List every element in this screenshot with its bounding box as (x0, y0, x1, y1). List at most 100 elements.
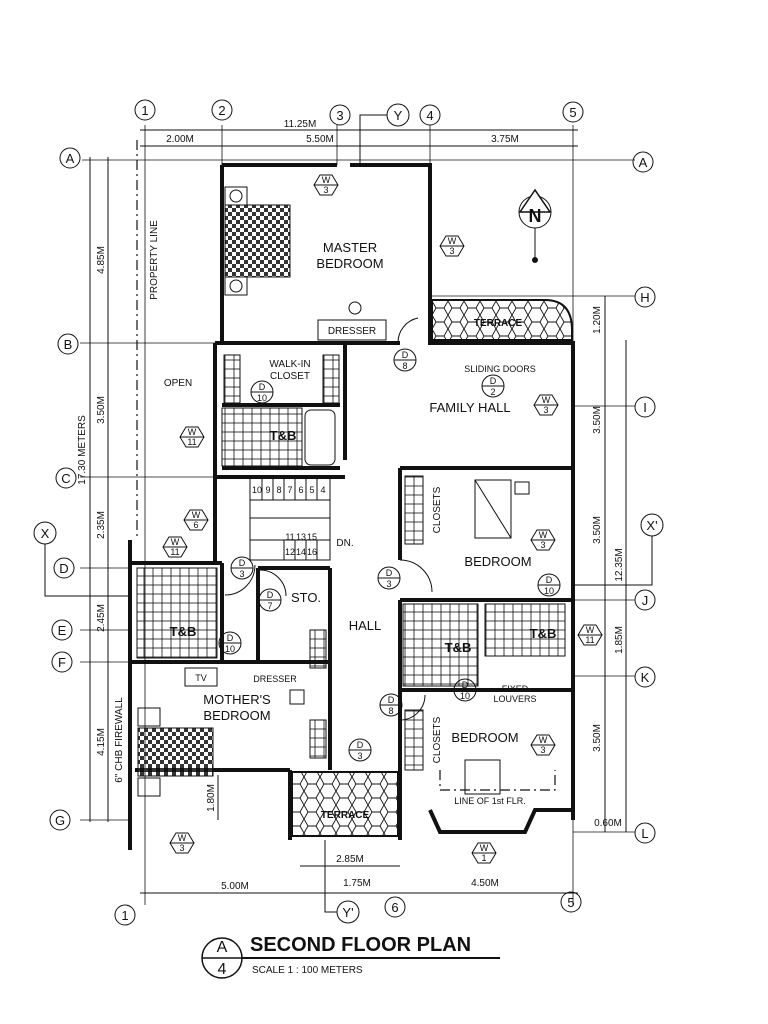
window-tag-w3: W 3 (530, 529, 556, 551)
nightstand (224, 186, 248, 206)
svg-text:D: D (259, 382, 266, 392)
dim-total-top: 11.25M (284, 119, 317, 130)
svg-text:D: D (227, 633, 234, 643)
grid-letter: D (59, 561, 68, 576)
door-tag-d10: D 10 (537, 573, 561, 597)
tb-tiles-shared (402, 603, 479, 687)
svg-text:3: 3 (386, 579, 391, 589)
svg-text:D: D (546, 575, 553, 585)
closet-strip (404, 709, 424, 771)
svg-text:3: 3 (543, 405, 548, 415)
dim-bottom-d: 2.85M (336, 854, 364, 865)
stair-step: 15 (307, 532, 317, 542)
door-tag-d8: D 8 (379, 693, 403, 717)
dresser-box (317, 319, 387, 341)
svg-text:W: W (188, 427, 197, 437)
stair-step: 7 (287, 485, 292, 495)
svg-text:10: 10 (225, 644, 235, 654)
dim-left-c: 2.35M (96, 511, 107, 539)
door-tag-d2: D 2 (481, 374, 505, 398)
dim-right-e: 3.50M (592, 724, 603, 752)
window-tag-w3: W 3 (169, 832, 195, 854)
mother-bed (137, 727, 214, 777)
dim-total-left: 17.30 METERS (77, 415, 88, 485)
svg-text:D: D (490, 376, 497, 386)
dimension-lines (89, 129, 627, 894)
tv-box (184, 667, 218, 687)
terrace-top-label: TERRACE (474, 318, 523, 329)
section-y-prime: Y' (342, 905, 353, 920)
walk-in-label: WALK-IN (269, 359, 310, 370)
drawing-title: SECOND FLOOR PLAN (250, 934, 471, 956)
svg-text:1: 1 (481, 853, 486, 863)
tb-tiles (221, 407, 303, 467)
dim-top-b: 5.50M (306, 134, 334, 145)
window-tag-w3: W 3 (439, 235, 465, 257)
grid-bubbles: 1 2 3 4 5 1 6 5 A B C D E F G A H I (49, 99, 656, 926)
door-tag-d3: D 3 (377, 566, 401, 590)
section-x-prime: X' (646, 518, 657, 533)
stair-step: 5 (309, 485, 314, 495)
svg-text:W: W (192, 510, 201, 520)
grid-number: 1 (121, 908, 128, 923)
svg-text:11: 11 (187, 437, 196, 447)
tb-label: T&B (445, 640, 472, 655)
svg-text:8: 8 (402, 361, 407, 371)
bed-upper (474, 479, 512, 539)
grid-letter: F (58, 655, 66, 670)
grid-letter: A (639, 155, 648, 170)
dim-left-e: 4.15M (96, 728, 107, 756)
tb-tiles-mother (136, 567, 218, 659)
family-hall-label: FAMILY HALL (429, 400, 510, 415)
down-label: DN. (336, 538, 353, 549)
storage-label: STO. (291, 590, 321, 605)
drawing-letter: A (217, 939, 228, 956)
mothers-bedroom-label: MOTHER'S (203, 692, 271, 707)
bedroom-label: BEDROOM (451, 730, 518, 745)
room-labels: MASTER BEDROOM DRESSER TERRACE WALK-IN C… (114, 220, 556, 821)
svg-text:11: 11 (170, 547, 179, 557)
dim-bottom-b: 1.75M (343, 878, 371, 889)
door-tag-d7: D 7 (258, 588, 282, 612)
door-tag-d10: D 10 (250, 380, 274, 404)
fixed-louvers-label: LOUVERS (493, 694, 536, 704)
master-bed (224, 204, 291, 278)
grid-letter: I (643, 400, 647, 415)
firewall-label: 6" CHB FIREWALL (114, 697, 125, 783)
svg-text:7: 7 (267, 601, 272, 611)
north-label: N (529, 206, 542, 226)
grid-letter: K (641, 670, 650, 685)
window-tag-w3: W 3 (530, 734, 556, 756)
open-label: OPEN (164, 378, 192, 389)
door-tag-d3: D 3 (230, 556, 254, 580)
svg-text:2: 2 (490, 387, 495, 397)
door-tag-d3: D 3 (348, 738, 372, 762)
svg-text:W: W (171, 537, 180, 547)
svg-text:W: W (539, 530, 548, 540)
svg-text:W: W (448, 236, 457, 246)
svg-text:W: W (322, 175, 331, 185)
dim-left-d: 2.45M (96, 604, 107, 632)
svg-text:10: 10 (257, 393, 267, 403)
svg-text:3: 3 (540, 745, 545, 755)
door-tag-d10: D 10 (218, 631, 242, 655)
terrace-bottom-label: TERRACE (321, 810, 370, 821)
dim-right-b: 3.50M (592, 406, 603, 434)
line-of-first-floor-label: LINE OF 1st FLR. (454, 796, 526, 806)
dresser-small-label: DRESSER (253, 674, 297, 684)
dim-right-c: 3.50M (592, 516, 603, 544)
svg-text:3: 3 (323, 185, 328, 195)
grid-letter: C (61, 471, 70, 486)
dim-bottom-e: 1.80M (206, 784, 217, 812)
stair-step: 11 (285, 532, 294, 542)
svg-text:W: W (586, 625, 595, 635)
stair-step: 4 (320, 485, 325, 495)
title-block: A 4 SECOND FLOOR PLAN SCALE 1 : 100 METE… (201, 934, 500, 979)
dim-right-f: 0.60M (594, 818, 622, 829)
closets-label: CLOSETS (432, 486, 443, 533)
svg-text:3: 3 (239, 569, 244, 579)
svg-text:3: 3 (449, 246, 454, 256)
dim-total-right: 12.35M (614, 548, 625, 581)
window-tag-w3: W 3 (313, 174, 339, 196)
